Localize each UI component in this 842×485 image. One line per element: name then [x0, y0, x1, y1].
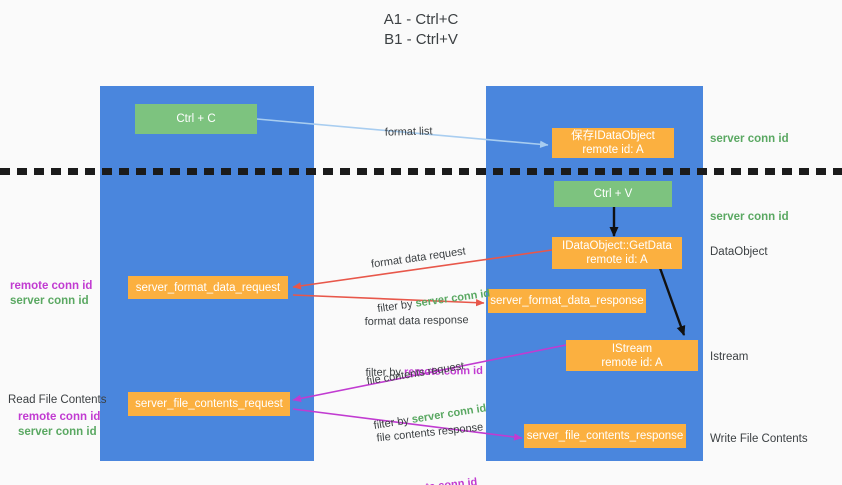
box-getdata-line1: IDataObject::GetData: [562, 240, 672, 252]
edge-label-file-contents-response: file contents response filter by remote …: [351, 391, 493, 485]
page-title: A1 - Ctrl+C B1 - Ctrl+V: [0, 10, 842, 50]
annotation-server-conn-id-2: server conn id: [18, 426, 97, 438]
title-line-1: A1 - Ctrl+C: [383, 11, 459, 28]
box-server-file-contents-request[interactable]: server_file_contents_request: [128, 392, 290, 416]
box-ctrl-c[interactable]: Ctrl + C: [135, 104, 257, 134]
box-file-req-label: server_file_contents_request: [135, 398, 283, 410]
dashed-divider: [0, 168, 842, 175]
edge-label-fdr-line1: format data request: [370, 245, 467, 271]
edge-label-fcresp-id: remote conn id: [398, 476, 478, 485]
box-server-format-data-request[interactable]: server_format_data_request: [128, 276, 288, 299]
box-save-idataobject[interactable]: 保存IDataObject remote id: A: [552, 128, 674, 158]
box-save-idataobject-line1: 保存IDataObject: [571, 130, 655, 142]
box-fmt-resp-label: server_format_data_response: [490, 295, 644, 307]
edge-label-fcresp-line1: file contents response: [376, 421, 484, 445]
box-ctrl-v-line1: Ctrl + V: [593, 188, 633, 200]
annotation-server-conn-id-top: server conn id: [710, 133, 789, 145]
annotation-read-file-contents: Read File Contents: [8, 394, 107, 406]
box-idataobject-getdata[interactable]: IDataObject::GetData remote id: A: [552, 237, 682, 269]
box-file-resp-label: server_file_contents_response: [526, 430, 684, 442]
annotation-remote-conn-id-1: remote conn id: [10, 280, 93, 292]
annotation-dataobject: DataObject: [710, 246, 768, 258]
box-save-idataobject-line2: remote id: A: [582, 144, 644, 156]
box-server-file-contents-response[interactable]: server_file_contents_response: [524, 424, 686, 448]
box-ctrl-c-line1: Ctrl + C: [176, 113, 216, 125]
box-server-format-data-response[interactable]: server_format_data_response: [488, 289, 646, 313]
box-fmt-req-label: server_format_data_request: [135, 281, 281, 294]
annotation-remote-conn-id-2: remote conn id: [18, 411, 101, 423]
title-line-2: B1 - Ctrl+V: [384, 31, 458, 48]
annotation-server-conn-id-1: server conn id: [10, 295, 89, 307]
box-istream-line2: remote id: A: [601, 356, 663, 369]
edge-label-format-list-text: format list: [384, 125, 433, 139]
edge-label-fcr-line1: file contents request: [365, 360, 465, 388]
box-ctrl-v[interactable]: Ctrl + V: [554, 181, 672, 207]
annotation-write-file-contents: Write File Contents: [710, 433, 808, 445]
edge-label-format-list: format list: [372, 109, 433, 156]
edge-label-fcresp-line2: filter by remote conn id: [360, 474, 490, 485]
annotation-istream: Istream: [710, 351, 749, 363]
edge-label-fdresp-line1: format data response: [364, 314, 469, 328]
box-getdata-line2: remote id: A: [586, 254, 648, 266]
box-istream[interactable]: IStream remote id: A: [566, 340, 698, 371]
box-istream-line1: IStream: [611, 342, 653, 355]
annotation-server-conn-id-mid: server conn id: [710, 211, 789, 223]
